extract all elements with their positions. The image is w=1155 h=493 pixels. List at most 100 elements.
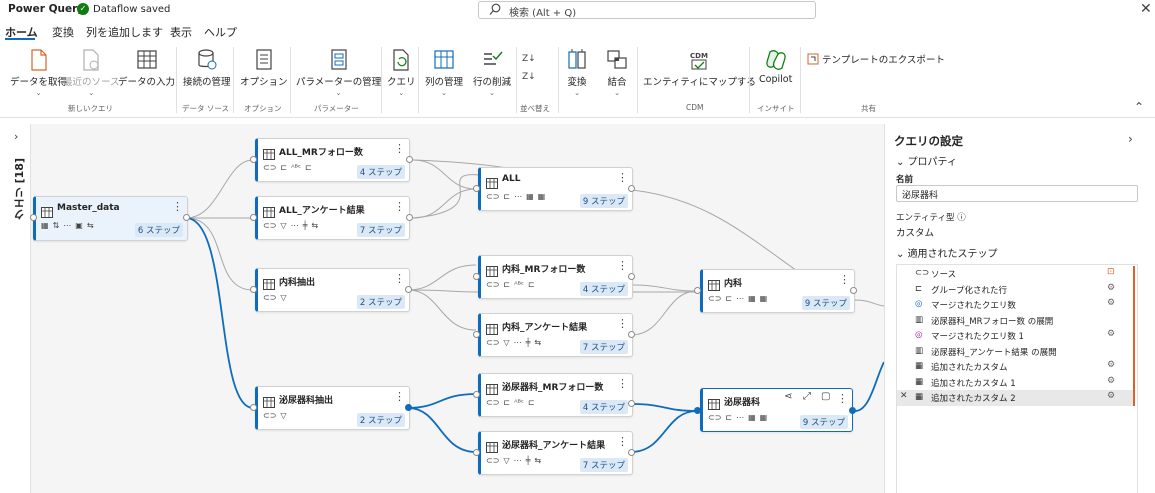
applied-step-item[interactable]: ▦追加されたカスタム⚙ — [897, 359, 1135, 375]
more-options-icon[interactable]: ⋮ — [839, 273, 850, 286]
tab-transform[interactable]: 変換 — [52, 26, 74, 39]
close-icon[interactable]: ✕ — [1140, 1, 1152, 17]
query-node-naika-mr[interactable]: 内科_MRフォロー数 ⋮ ⊂⊃ ⊏ ᴬᴮᶜ ⊏ 4 ステップ — [478, 255, 633, 299]
query-node-uro-survey[interactable]: 泌尿器科_アンケート結果 ⋮ ⊂⊃ ▽ ⋯ ╪ ⇆ 7 ステップ — [478, 431, 633, 475]
output-port[interactable] — [183, 214, 190, 221]
gear-icon[interactable]: ⚙ — [1107, 375, 1116, 386]
output-port[interactable] — [850, 287, 857, 294]
applied-step-item[interactable]: ⊂⊃ソース⊡ — [897, 266, 1135, 282]
query-node-uro-extract[interactable]: 泌尿器科抽出 ⋮ ⊂⊃ ▽ 2 ステップ — [255, 386, 410, 430]
output-port[interactable] — [405, 286, 412, 293]
more-options-icon[interactable]: ⋮ — [394, 390, 405, 403]
input-port[interactable] — [473, 273, 480, 280]
tab-add-column[interactable]: 列を追加します — [86, 26, 163, 39]
map-to-entity-button[interactable]: CDM エンティティにマップする — [643, 48, 756, 88]
query-button[interactable]: クエリ⌄ — [387, 48, 416, 97]
tab-home[interactable]: ホーム — [5, 26, 38, 39]
applied-step-item[interactable]: ⊏グループ化された行⚙ — [897, 281, 1135, 297]
output-port[interactable] — [406, 214, 413, 221]
data-type-icon: ᴬᴮᶜ — [291, 163, 301, 172]
output-port[interactable] — [405, 404, 412, 411]
output-port[interactable] — [849, 407, 856, 414]
gear-icon[interactable]: ⚙ — [1107, 329, 1116, 339]
delete-icon[interactable]: ▢ — [821, 391, 831, 402]
collapse-pane-icon[interactable]: › — [1128, 132, 1133, 146]
sort-descending-button[interactable]: Z↓ — [522, 68, 538, 84]
query-node-master-data[interactable]: Master_data ⋮ ▦ ⇅ ⋯ ▣ ⇆ 6 ステップ — [33, 196, 188, 241]
output-port[interactable] — [628, 449, 635, 456]
step-indicator — [1133, 374, 1135, 390]
more-options-icon[interactable]: ⋮ — [617, 377, 628, 390]
copilot-button[interactable]: Copilot — [759, 48, 792, 85]
output-port[interactable] — [406, 156, 413, 163]
properties-section-toggle[interactable]: ⌄ プロパティ — [896, 153, 957, 168]
input-port[interactable] — [694, 407, 701, 414]
applied-step-item[interactable]: ▦追加されたカスタム 1⚙ — [897, 374, 1135, 390]
combine-button[interactable]: 結合⌄ — [606, 48, 628, 97]
input-port[interactable] — [250, 404, 257, 411]
more-options-icon[interactable]: ⋮ — [172, 200, 183, 213]
manage-connections-button[interactable]: 接続の管理 — [183, 48, 231, 88]
gear-icon[interactable]: ⚙ — [1107, 282, 1116, 293]
input-port[interactable] — [473, 331, 480, 338]
applied-step-item[interactable]: ▥泌尿器科_MRフォロー数 の展開 — [897, 312, 1135, 328]
query-node-naika[interactable]: 内科 ⋮ ⊂⊃ ⊏ ⋯ ▦ ▦ 9 ステップ — [700, 269, 855, 313]
step-label: マージされたクエリ数 — [931, 301, 1016, 311]
gear-icon[interactable]: ⚙ — [1107, 360, 1116, 370]
get-data-button[interactable]: データを取得⌄ — [10, 48, 67, 97]
transform-button[interactable]: 変換⌄ — [566, 48, 588, 97]
applied-steps-toggle[interactable]: ⌄ 適用されたステップ — [896, 245, 998, 260]
export-template-button[interactable]: テンプレートのエクスポート — [807, 52, 945, 66]
query-node-naika-extract[interactable]: 内科抽出 ⋮ ⊂⊃ ▽ 2 ステップ — [255, 268, 410, 312]
share-icon[interactable]: ⋖ — [784, 391, 793, 402]
gear-icon[interactable]: ⚙ — [1107, 298, 1116, 308]
applied-step-item[interactable]: ▥泌尿器科_アンケート結果 の展開 — [897, 343, 1135, 359]
reduce-rows-button[interactable]: 行の削減⌄ — [473, 48, 511, 97]
enter-data-button[interactable]: データの入力 — [118, 48, 175, 88]
more-options-icon[interactable]: ⋮ — [617, 435, 628, 448]
input-port[interactable] — [694, 287, 701, 294]
input-port[interactable] — [473, 449, 480, 456]
input-port[interactable] — [30, 214, 37, 221]
more-options-icon[interactable]: ⋮ — [394, 200, 405, 213]
input-port[interactable] — [473, 185, 480, 192]
query-name-input[interactable]: 泌尿器科 — [896, 185, 1138, 202]
more-options-icon[interactable]: ⋮ — [617, 317, 628, 330]
more-options-icon[interactable]: ⋮ — [617, 259, 628, 272]
output-port[interactable] — [628, 273, 635, 280]
more-options-icon[interactable]: ⋮ — [837, 392, 848, 405]
output-port[interactable] — [628, 400, 635, 407]
recent-sources-button[interactable]: 最近のソース⌄ — [63, 48, 120, 97]
query-node-naika-survey[interactable]: 内科_アンケート結果 ⋮ ⊂⊃ ▽ ⋯ ╪ ⇆ 7 ステップ — [478, 313, 633, 357]
query-node-uro[interactable]: 泌尿器科 ⋖ ⤢ ▢ ⋮ ⊂⊃ ⊏ ⋯ ▦ ▦ 9 ステップ — [700, 388, 853, 432]
delete-step-icon[interactable]: ✕ — [900, 391, 908, 401]
input-port[interactable] — [250, 286, 257, 293]
applied-step-item-selected[interactable]: ✕▦追加されたカスタム 2⚙ — [897, 390, 1135, 406]
expand-icon[interactable]: ⤢ — [803, 391, 811, 402]
manage-columns-button[interactable]: 列の管理⌄ — [425, 48, 463, 97]
collapse-ribbon-icon[interactable]: ⌃ — [1134, 100, 1145, 114]
ribbon-divider — [233, 47, 234, 113]
query-node-uro-mr[interactable]: 泌尿器科_MRフォロー数 ⋮ ⊂⊃ ⊏ ᴬᴮᶜ ⊏ 4 ステップ — [478, 373, 633, 417]
applied-step-item[interactable]: ◎マージされたクエリ数⚙ — [897, 297, 1135, 313]
more-options-icon[interactable]: ⋮ — [394, 272, 405, 285]
manage-parameters-button[interactable]: パラメーターの管理⌄ — [296, 48, 381, 97]
more-options-icon[interactable]: ⋮ — [394, 142, 405, 155]
expand-queries-icon[interactable]: › — [14, 130, 19, 143]
query-node-all[interactable]: ALL ⋮ ⊂⊃ ⊏ ⋯ ▦ ▦ 9 ステップ — [478, 167, 633, 211]
applied-step-item[interactable]: ◎マージされたクエリ数 1⚙ — [897, 328, 1135, 344]
query-node-all-survey[interactable]: ALL_アンケート結果 ⋮ ⊂⊃ ▽ ⋯ ╪ ⇆ 7 ステップ — [255, 196, 410, 240]
output-port[interactable] — [628, 185, 635, 192]
gear-icon[interactable]: ⚙ — [1107, 391, 1116, 401]
input-port[interactable] — [250, 156, 257, 163]
query-node-all-mr[interactable]: ALL_MRフォロー数 ⋮ ⊂⊃ ⊏ ᴬᴮᶜ ⊏ 4 ステップ — [255, 138, 410, 182]
more-options-icon[interactable]: ⋮ — [617, 171, 628, 184]
input-port[interactable] — [250, 214, 257, 221]
search-box[interactable]: 検索 (Alt + Q) — [478, 1, 816, 19]
input-port[interactable] — [473, 391, 480, 398]
tab-view[interactable]: 表示 — [170, 26, 192, 39]
options-button[interactable]: オプション — [240, 48, 288, 88]
sort-ascending-button[interactable]: Z↓ — [522, 50, 538, 66]
tab-help[interactable]: ヘルプ — [204, 26, 237, 39]
output-port[interactable] — [628, 331, 635, 338]
